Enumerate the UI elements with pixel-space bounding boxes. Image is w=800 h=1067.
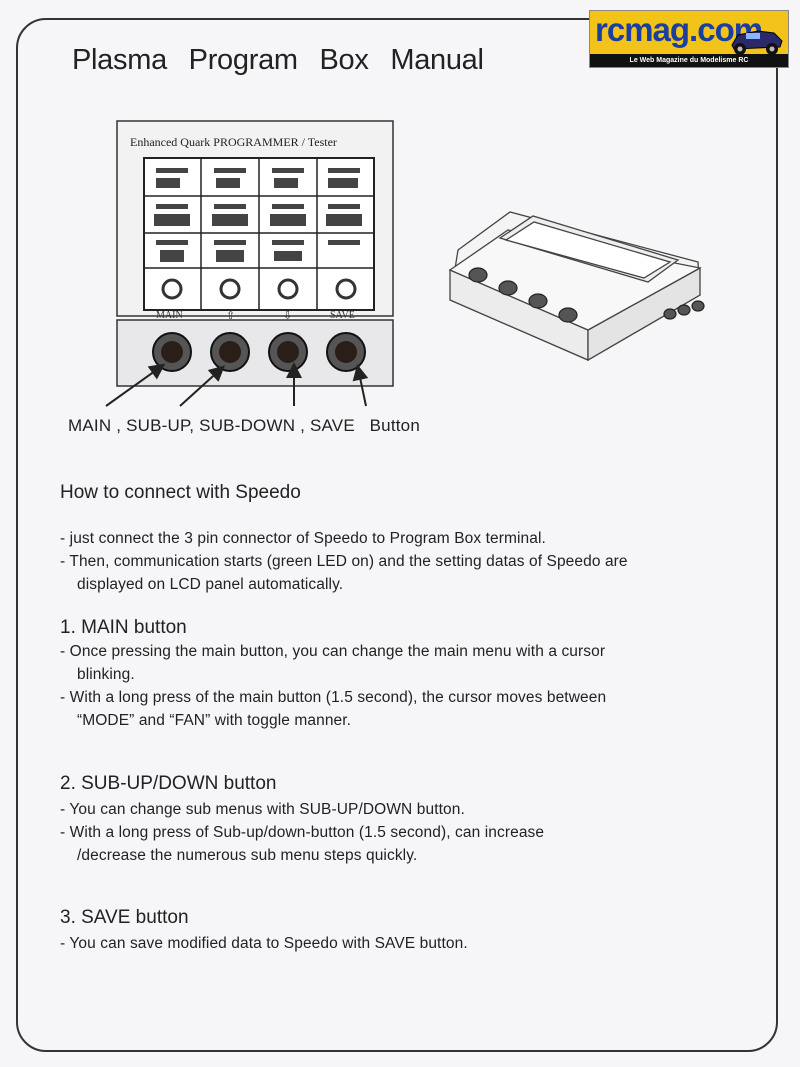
button-pointer-arrows <box>105 362 369 407</box>
main-line-4: “MODE” and “FAN” with toggle manner. <box>77 712 352 729</box>
buttons-caption: MAIN , SUB-UP, SUB-DOWN , SAVE Button <box>68 416 420 435</box>
save-button-heading: 3. SAVE button <box>60 907 189 928</box>
connect-line-3: displayed on LCD panel automatically. <box>77 576 344 593</box>
connect-line-2: - Then, communication starts (green LED … <box>60 553 628 570</box>
connect-heading: How to connect with Speedo <box>60 482 301 503</box>
device-header: Enhanced Quark PROGRAMMER / Tester <box>130 135 337 149</box>
connect-line-1: - just connect the 3 pin connector of Sp… <box>60 530 546 547</box>
main-line-3: - With a long press of the main button (… <box>60 689 607 706</box>
sub-up-button-label: ⇧ <box>226 310 235 322</box>
main-button-label: MAIN <box>156 310 183 321</box>
sub-button-heading: 2. SUB-UP/DOWN button <box>60 773 277 794</box>
page-title: Plasma Program Box Manual <box>72 44 484 76</box>
sub-down-button-label: ⇩ <box>283 310 292 322</box>
sub-line-2: - With a long press of Sub-up/down-butto… <box>60 824 545 841</box>
program-box-front-illustration: Enhanced Quark PROGRAMMER / Tester MAIN … <box>116 120 394 387</box>
program-box-isometric-illustration <box>448 211 705 362</box>
main-line-2: blinking. <box>77 666 135 683</box>
save-line-1: - You can save modified data to Speedo w… <box>60 935 468 952</box>
page-frame <box>16 18 778 1052</box>
device-buttons <box>152 332 366 372</box>
sub-line-1: - You can change sub menus with SUB-UP/D… <box>60 801 465 818</box>
main-button-heading: 1. MAIN button <box>60 617 187 638</box>
save-button-label: SAVE <box>330 310 355 321</box>
logo-tagline: Le Web Magazine du Modelisme RC <box>590 54 788 67</box>
sub-line-3: /decrease the numerous sub menu steps qu… <box>77 847 418 864</box>
main-line-1: - Once pressing the main button, you can… <box>60 643 606 660</box>
rcmag-logo[interactable]: rcmag.com Le Web Magazine du Modelisme R… <box>589 10 789 68</box>
rc-car-icon <box>731 30 783 55</box>
